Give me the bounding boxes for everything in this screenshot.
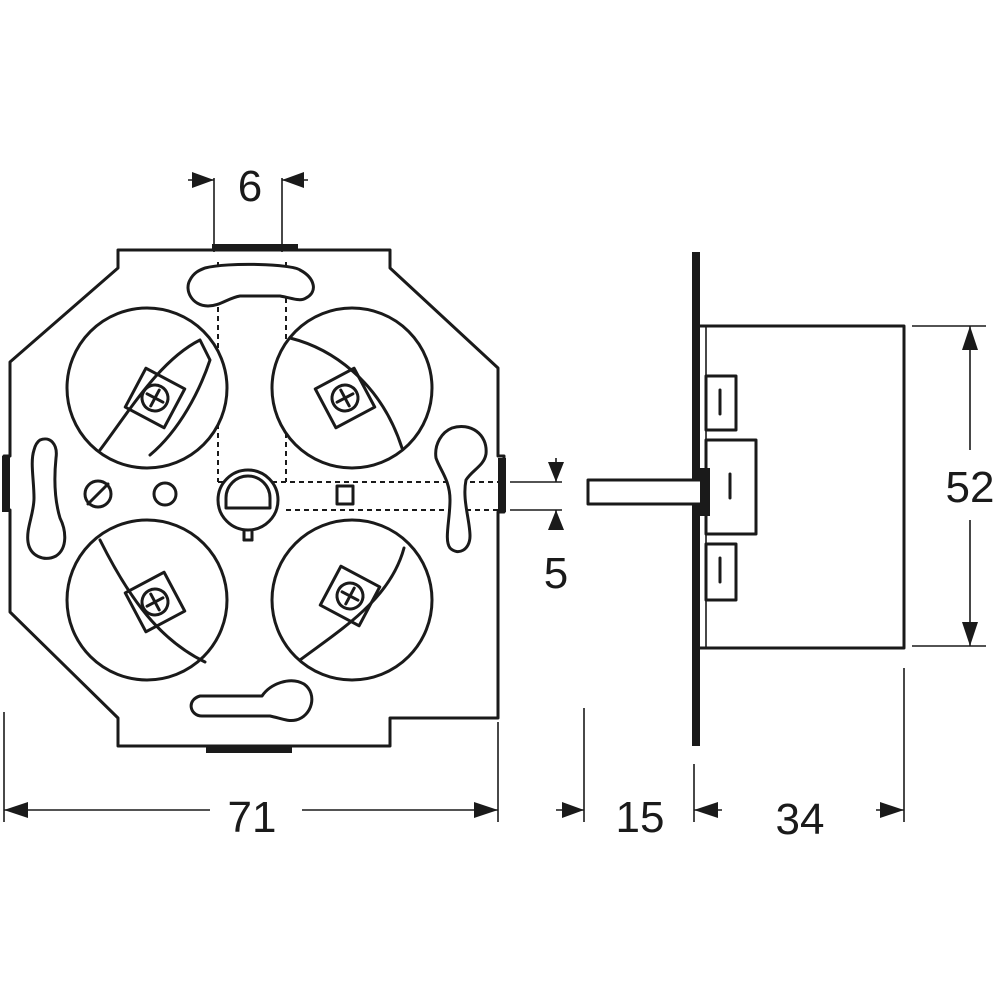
shaft [586, 478, 706, 506]
terminal-bottom-right [270, 518, 434, 682]
dim-shaft-length: 15 [616, 793, 665, 842]
left-notch [2, 456, 10, 512]
terminal-top-left [65, 306, 229, 470]
side-view [586, 252, 906, 746]
dim-depth: 34 [776, 795, 825, 844]
dimension-lines [3, 172, 986, 822]
right-notch [498, 458, 506, 512]
center-pin-hole [216, 468, 280, 532]
small-square [335, 484, 355, 506]
terminal-bottom-left [65, 518, 229, 682]
left-slot [26, 437, 67, 560]
side-body [698, 324, 906, 650]
dim-height: 52 [946, 463, 995, 512]
small-hole [152, 481, 178, 507]
dim-width: 71 [228, 793, 277, 842]
front-view [2, 244, 506, 753]
screw-head-icon [83, 479, 113, 509]
top-slot [186, 262, 315, 308]
top-notch [212, 244, 298, 251]
bottom-slot [189, 679, 314, 722]
right-slot [434, 425, 488, 553]
dim-top-spacing: 6 [238, 162, 262, 211]
dim-pin-offset: 5 [544, 549, 568, 598]
bottom-notch [206, 746, 292, 753]
terminal-top-right [270, 306, 434, 470]
